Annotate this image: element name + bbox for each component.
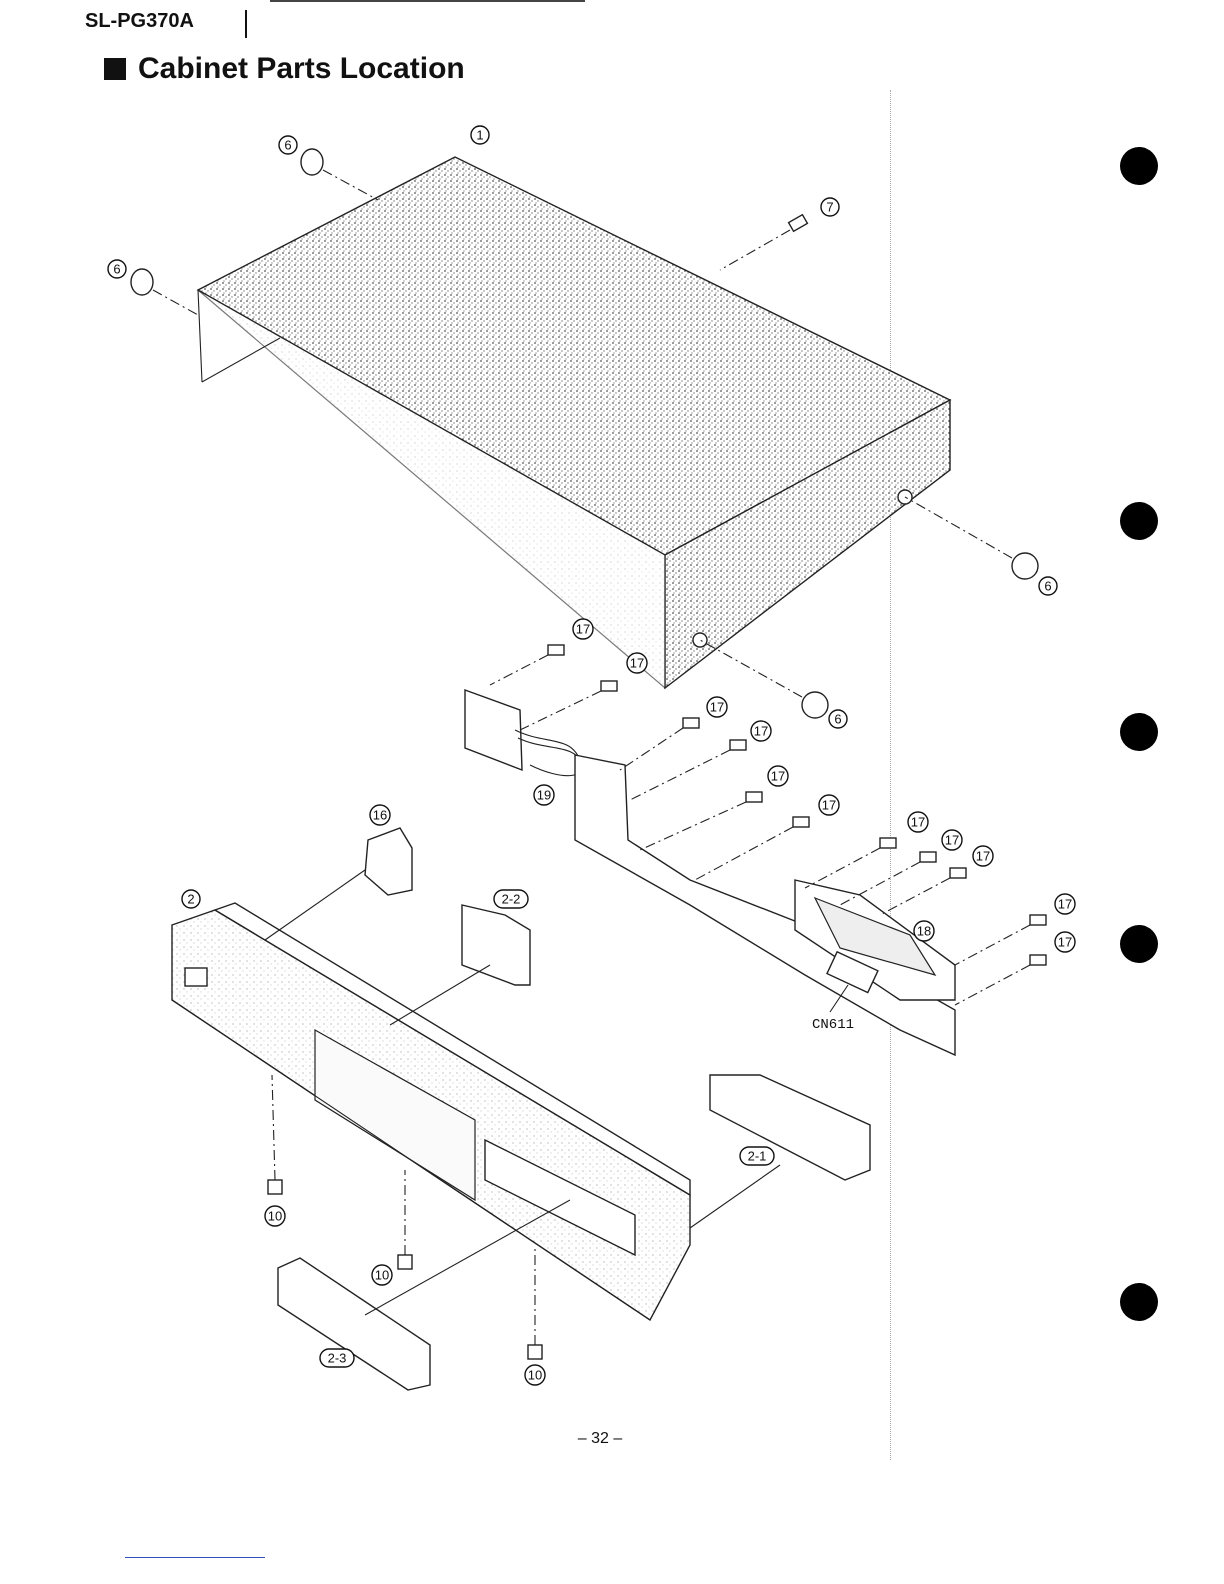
callout-17: 17 xyxy=(627,653,647,673)
svg-text:17: 17 xyxy=(1058,897,1072,912)
svg-text:10: 10 xyxy=(528,1368,542,1383)
callout-17: 17 xyxy=(573,619,593,639)
knob-16 xyxy=(265,828,412,940)
callout-16: 16 xyxy=(370,805,390,825)
svg-text:18: 18 xyxy=(917,924,931,939)
connector-label-cn611: CN611 xyxy=(812,1017,854,1033)
callout-17: 17 xyxy=(819,795,839,815)
callout-10: 10 xyxy=(265,1206,285,1226)
svg-text:2-1: 2-1 xyxy=(748,1149,767,1164)
svg-text:17: 17 xyxy=(1058,935,1072,950)
callout-17: 17 xyxy=(908,812,928,832)
callout-7: 7 xyxy=(821,198,839,216)
svg-text:6: 6 xyxy=(284,138,291,153)
callout-17: 17 xyxy=(942,830,962,850)
callout-1: 1 xyxy=(471,126,489,144)
svg-text:17: 17 xyxy=(630,656,644,671)
callout-2-3: 2-3 xyxy=(320,1349,354,1367)
svg-text:17: 17 xyxy=(911,815,925,830)
callout-17: 17 xyxy=(1055,894,1075,914)
bottom-rule xyxy=(125,1557,265,1558)
svg-text:17: 17 xyxy=(771,769,785,784)
callout-2-2: 2-2 xyxy=(494,890,528,908)
svg-text:2-3: 2-3 xyxy=(328,1351,347,1366)
callout-17: 17 xyxy=(768,766,788,786)
callout-10: 10 xyxy=(372,1265,392,1285)
callout-6: 6 xyxy=(108,260,126,278)
svg-text:17: 17 xyxy=(754,724,768,739)
svg-text:7: 7 xyxy=(826,200,833,215)
callout-17: 17 xyxy=(707,697,727,717)
callout-10: 10 xyxy=(525,1365,545,1385)
callout-18: 18 xyxy=(914,921,934,941)
svg-text:17: 17 xyxy=(822,798,836,813)
svg-text:1: 1 xyxy=(476,128,483,143)
callout-6: 6 xyxy=(1039,577,1057,595)
svg-text:19: 19 xyxy=(537,788,551,803)
svg-text:17: 17 xyxy=(710,700,724,715)
svg-text:17: 17 xyxy=(976,849,990,864)
callout-17: 17 xyxy=(751,721,771,741)
front-chassis-frame xyxy=(575,755,955,1055)
button-block-2-1 xyxy=(690,1075,870,1228)
callout-19: 19 xyxy=(534,785,554,805)
callout-17: 17 xyxy=(1055,932,1075,952)
svg-text:17: 17 xyxy=(945,833,959,848)
svg-text:6: 6 xyxy=(1044,579,1051,594)
callout-6: 6 xyxy=(279,136,297,154)
callout-2: 2 xyxy=(182,890,200,908)
svg-text:17: 17 xyxy=(576,622,590,637)
svg-text:10: 10 xyxy=(375,1268,389,1283)
svg-text:6: 6 xyxy=(834,712,841,727)
page-number: – 32 – xyxy=(570,1430,630,1448)
svg-text:10: 10 xyxy=(268,1209,282,1224)
svg-text:2-2: 2-2 xyxy=(502,892,521,907)
svg-text:16: 16 xyxy=(373,808,387,823)
small-bracket xyxy=(465,690,584,776)
callout-2-1: 2-1 xyxy=(740,1147,774,1165)
callout-6: 6 xyxy=(829,710,847,728)
svg-text:2: 2 xyxy=(187,892,194,907)
svg-text:6: 6 xyxy=(113,262,120,277)
callout-17: 17 xyxy=(973,846,993,866)
front-panel xyxy=(172,903,690,1320)
cabinet-cover xyxy=(198,157,950,688)
button-block-2-2 xyxy=(390,905,530,1025)
